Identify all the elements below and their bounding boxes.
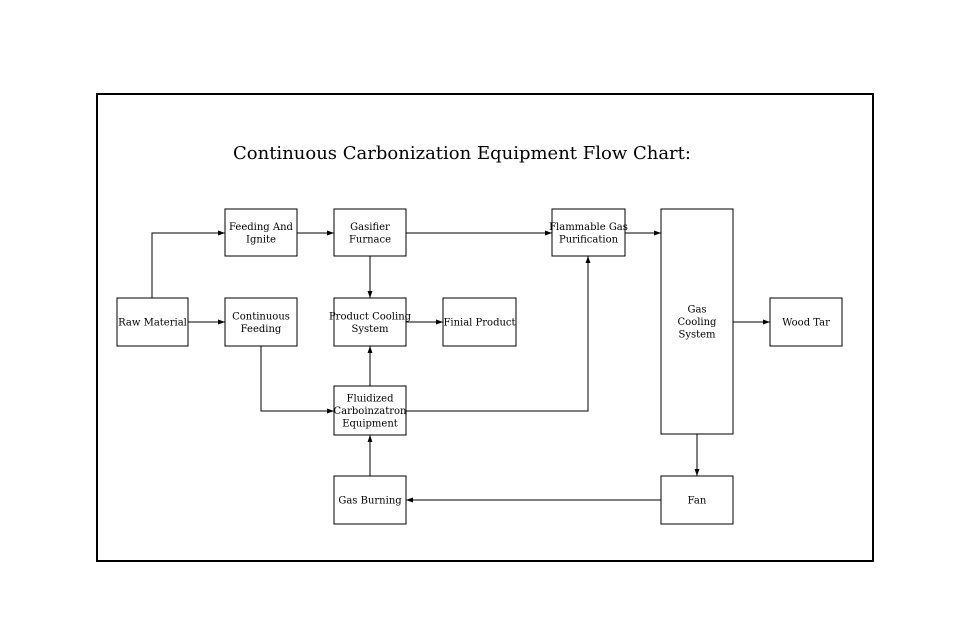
node-label-line: Gas bbox=[687, 305, 706, 316]
node-box bbox=[551, 208, 626, 257]
node-box bbox=[224, 208, 298, 257]
node-label-line: Carboinzatron bbox=[334, 406, 408, 417]
edge-raw-material-to-feeding-ignite bbox=[151, 230, 225, 298]
node-label-line: Purification bbox=[559, 234, 619, 245]
node-label-line: Equipment bbox=[342, 419, 398, 430]
node-finial-product: Finial Product bbox=[442, 297, 517, 347]
node-box bbox=[769, 297, 843, 347]
node-label-line: Ignite bbox=[246, 234, 276, 245]
node-label-line: Fan bbox=[688, 496, 707, 507]
edges-layer bbox=[151, 230, 770, 503]
node-label-line: Fluidized bbox=[347, 394, 395, 405]
node-label-line: Finial Product bbox=[443, 318, 515, 329]
node-box bbox=[660, 475, 734, 525]
node-wood-tar: Wood Tar bbox=[769, 297, 843, 347]
node-label-line: Furnace bbox=[349, 234, 391, 245]
node-box bbox=[333, 297, 407, 347]
node-box bbox=[224, 297, 298, 347]
node-box bbox=[660, 208, 734, 435]
edge-continuous-feeding-to-fluidized bbox=[260, 346, 334, 414]
node-box bbox=[333, 208, 407, 257]
node-fan: Fan bbox=[660, 475, 734, 525]
node-label-line: Wood Tar bbox=[782, 318, 830, 329]
node-label-line: Gas Burning bbox=[338, 496, 402, 507]
node-label-line: Flammable Gas bbox=[549, 222, 628, 233]
node-raw-material: Raw Material bbox=[116, 297, 189, 347]
chart-title: Continuous Carbonization Equipment Flow … bbox=[233, 143, 691, 164]
node-box bbox=[333, 475, 407, 525]
node-gas-burning: Gas Burning bbox=[333, 475, 407, 525]
node-label-line: Feeding bbox=[241, 324, 282, 335]
node-label-line: Product Cooling bbox=[329, 311, 412, 322]
edge-fluidized-to-flammable-gas bbox=[406, 256, 591, 412]
node-label-line: System bbox=[351, 324, 389, 335]
node-label-line: Gasifier bbox=[350, 222, 390, 233]
node-box bbox=[442, 297, 517, 347]
node-label-line: Continuous bbox=[232, 311, 290, 322]
node-label-line: Cooling bbox=[678, 317, 718, 328]
node-box bbox=[333, 385, 407, 436]
node-box bbox=[116, 297, 189, 347]
node-label-line: Feeding And bbox=[229, 222, 294, 233]
diagram-frame bbox=[96, 93, 874, 562]
node-label-line: System bbox=[678, 330, 716, 341]
node-label-line: Raw Material bbox=[118, 318, 187, 329]
